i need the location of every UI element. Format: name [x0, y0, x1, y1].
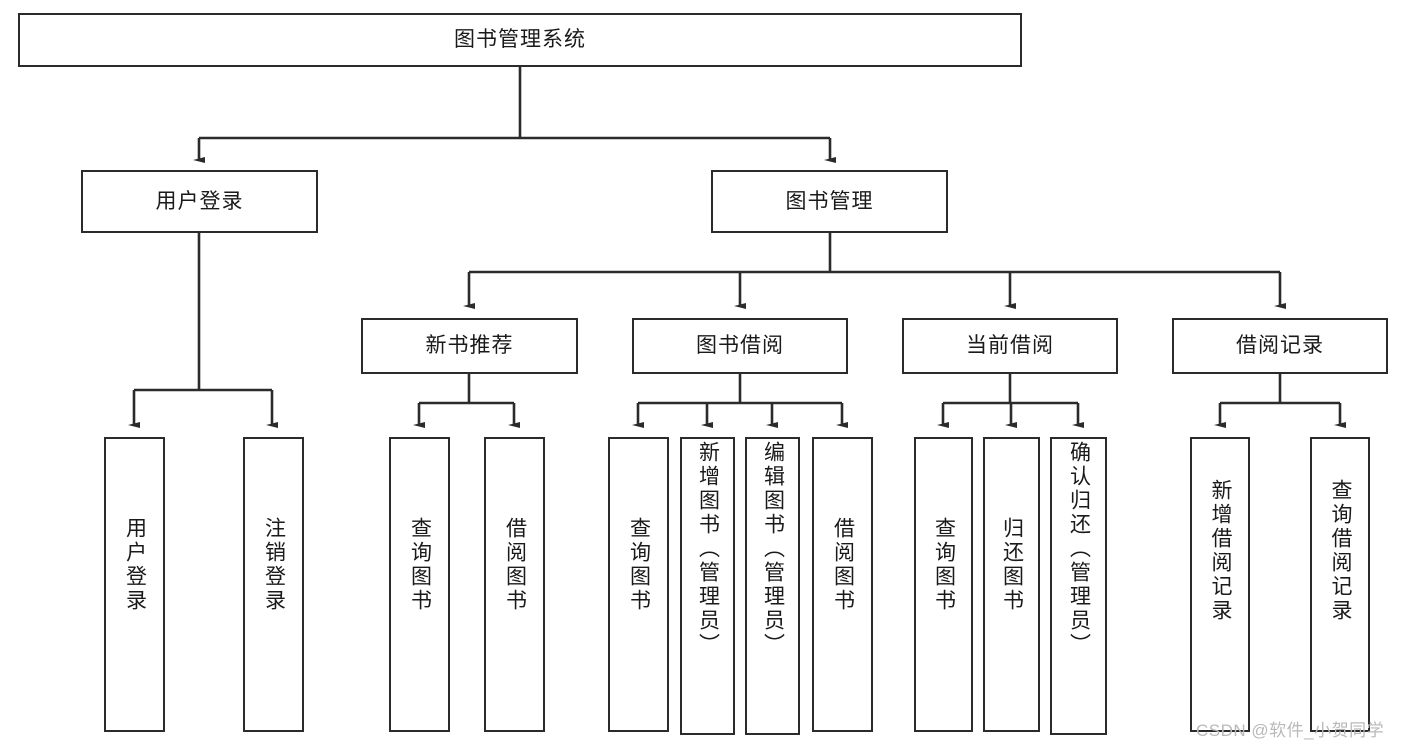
node-label: 新增图书（管理员）: [696, 441, 720, 657]
node-label: 借阅图书: [831, 517, 855, 613]
leaf-confirm-return-admin[interactable]: 确认归还（管理员）: [1050, 437, 1107, 735]
connector-recommend-leaves: [413, 374, 520, 428]
node-user-login[interactable]: 用户登录: [81, 170, 318, 233]
connector-borrowrecord-leaves: [1214, 374, 1346, 428]
node-label: 注销登录: [262, 517, 286, 613]
leaf-borrow-query-book[interactable]: 查询图书: [608, 437, 669, 732]
node-label: 用户登录: [155, 189, 244, 213]
connector-currentborrow-leaves: [937, 374, 1084, 428]
node-new-book-recommend[interactable]: 新书推荐: [361, 318, 578, 374]
node-root-system[interactable]: 图书管理系统: [18, 13, 1022, 67]
node-label: 当前借阅: [966, 334, 1054, 358]
leaf-borrow-borrow-book[interactable]: 借阅图书: [812, 437, 873, 732]
node-book-borrow[interactable]: 图书借阅: [632, 318, 848, 374]
node-book-management[interactable]: 图书管理: [711, 170, 948, 233]
node-label: 新增借阅记录: [1209, 479, 1233, 623]
node-label: 图书借阅: [696, 334, 784, 358]
node-label: 借阅记录: [1236, 334, 1324, 358]
node-label: 图书管理系统: [454, 28, 586, 52]
node-borrow-record[interactable]: 借阅记录: [1172, 318, 1388, 374]
connector-userlogin-leaves: [128, 233, 278, 428]
leaf-user-login[interactable]: 用户登录: [104, 437, 165, 732]
connector-booksmgmt-level3: [463, 233, 1286, 309]
leaf-query-borrow-record[interactable]: 查询借阅记录: [1310, 437, 1370, 732]
leaf-recommend-borrow-book[interactable]: 借阅图书: [484, 437, 545, 732]
node-label: 归还图书: [1000, 517, 1024, 613]
leaf-recommend-query-book[interactable]: 查询图书: [389, 437, 450, 732]
node-label: 查询图书: [408, 517, 432, 613]
leaf-current-query-book[interactable]: 查询图书: [914, 437, 973, 732]
leaf-edit-book-admin[interactable]: 编辑图书（管理员）: [745, 437, 800, 735]
connector-bookborrow-leaves: [632, 374, 848, 428]
node-label: 编辑图书（管理员）: [761, 441, 785, 657]
node-label: 确认归还（管理员）: [1067, 441, 1091, 657]
node-label: 图书管理: [785, 189, 874, 213]
leaf-logout[interactable]: 注销登录: [243, 437, 304, 732]
node-label: 用户登录: [123, 517, 147, 613]
connector-root-level2: [193, 67, 836, 163]
leaf-add-borrow-record[interactable]: 新增借阅记录: [1190, 437, 1250, 732]
watermark-label: CSDN @软件_小贺同学: [1196, 721, 1385, 740]
node-label: 新书推荐: [425, 334, 514, 358]
leaf-add-book-admin[interactable]: 新增图书（管理员）: [680, 437, 735, 735]
node-label: 借阅图书: [503, 517, 527, 613]
node-current-borrow[interactable]: 当前借阅: [902, 318, 1118, 374]
node-label: 查询图书: [932, 517, 956, 613]
leaf-return-book[interactable]: 归还图书: [983, 437, 1040, 732]
node-label: 查询图书: [627, 517, 651, 613]
node-label: 查询借阅记录: [1329, 479, 1353, 623]
